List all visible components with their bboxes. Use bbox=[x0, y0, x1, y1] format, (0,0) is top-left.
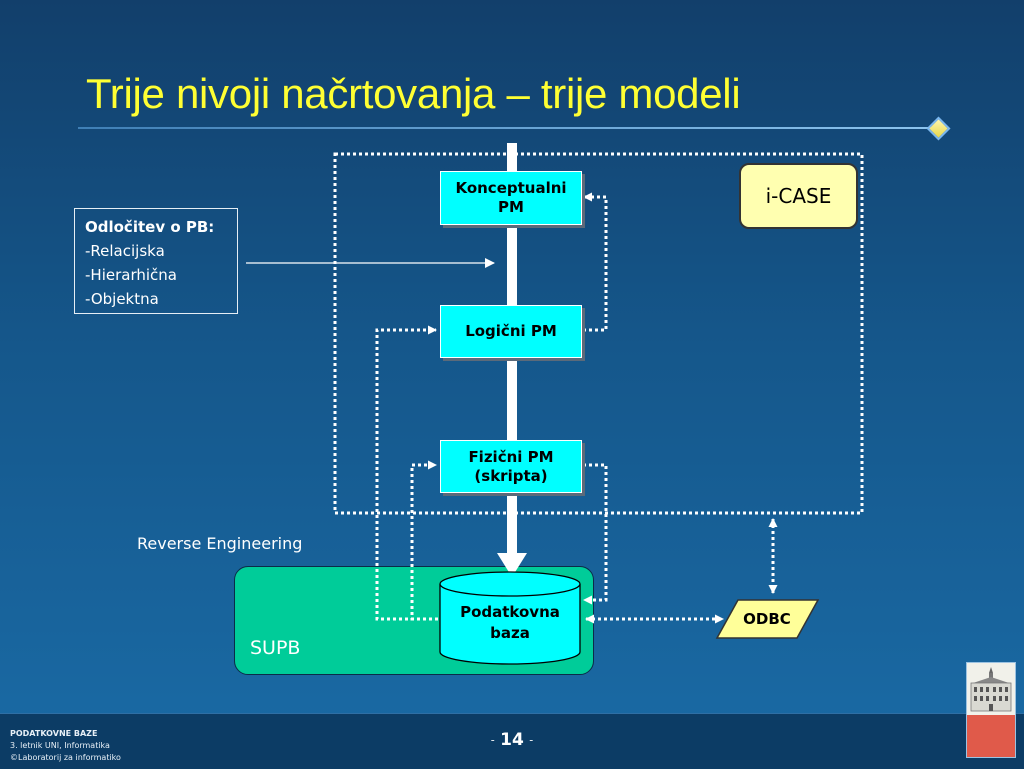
reverse-engineering-label: Reverse Engineering bbox=[137, 534, 303, 553]
reverse-to-logical-arrow bbox=[375, 325, 438, 621]
logical-model-label: Logični PM bbox=[465, 322, 557, 340]
page-number: - 14 - bbox=[470, 730, 554, 750]
conceptual-model-box: Konceptualni PM bbox=[440, 171, 582, 225]
page-number-value: 14 bbox=[500, 730, 524, 750]
page-dash-left: - bbox=[490, 733, 495, 747]
decision-item-hierarchical: -Hierarhična bbox=[85, 266, 177, 284]
physical-model-box: Fizični PM (skripta) bbox=[440, 440, 582, 493]
footer-year: 3. letnik UNI, Informatika bbox=[10, 741, 110, 750]
footer-bar bbox=[0, 713, 1024, 769]
footer-course: PODATKOVNE BAZE bbox=[10, 729, 98, 738]
university-logo bbox=[966, 662, 1016, 758]
decision-item-object: -Objektna bbox=[85, 290, 159, 308]
physical-to-database-arrow bbox=[583, 463, 608, 605]
icase-box: i-CASE bbox=[739, 163, 858, 229]
decision-box: Odločitev o PB: -Relacijska -Hierarhična… bbox=[74, 208, 238, 314]
physical-model-label: Fizični PM (skripta) bbox=[468, 447, 554, 485]
supb-label: SUPB bbox=[250, 637, 301, 659]
reverse-to-physical-arrow bbox=[410, 460, 438, 621]
database-cylinder bbox=[439, 571, 581, 665]
decision-heading: Odločitev o PB: bbox=[85, 218, 215, 236]
odbc-label: ODBC bbox=[743, 610, 791, 628]
title-underline bbox=[78, 127, 934, 129]
slide-title: Trije nivoji načrtovanja – trije modeli bbox=[86, 70, 741, 117]
decision-item-relational: -Relacijska bbox=[85, 242, 165, 260]
main-flow-arrowhead bbox=[497, 553, 527, 577]
building-icon bbox=[967, 663, 1015, 757]
odbc-shape bbox=[715, 599, 820, 639]
page-dash-right: - bbox=[529, 733, 534, 747]
icase-boundary bbox=[333, 152, 864, 515]
footer-lab: ©Laboratorij za informatiko bbox=[10, 753, 121, 762]
conceptual-model-label: Konceptualni PM bbox=[455, 179, 567, 216]
logical-to-conceptual-arrow bbox=[583, 192, 608, 332]
footer-info: PODATKOVNE BAZE 3. letnik UNI, Informati… bbox=[10, 728, 121, 764]
logical-model-box: Logični PM bbox=[440, 305, 582, 358]
database-label: Podatkovna baza bbox=[460, 603, 560, 642]
